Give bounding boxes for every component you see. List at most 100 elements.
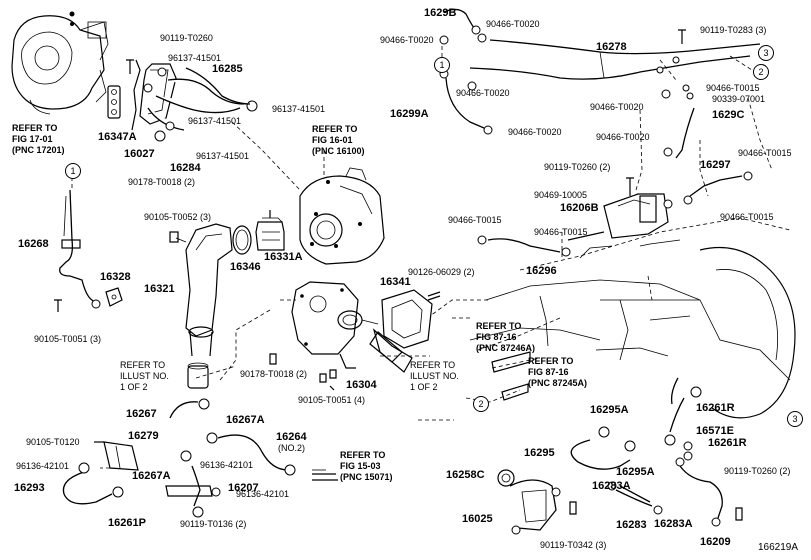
note-line: (PNC 87246A) — [476, 343, 536, 353]
part-label[interactable]: 90178-T0018 (2) — [128, 177, 196, 187]
part-label[interactable]: 16261R — [708, 437, 747, 449]
part-label[interactable]: 16264 — [276, 431, 307, 443]
part-label[interactable]: 90466-T0020 — [508, 127, 562, 137]
reference-note[interactable]: REFER TO FIG 15-03 (PNC 15071) — [340, 450, 393, 483]
part-label[interactable]: 90119-T0136 (2) — [180, 519, 247, 529]
part-label[interactable]: 90119-T0260 (2) — [544, 162, 611, 172]
thermostat-16331a-drawing — [255, 210, 285, 251]
reference-note[interactable]: REFER TO FIG 16-01 (PNC 16100) — [312, 124, 365, 157]
bolts-middle-drawing — [269, 353, 337, 391]
part-label[interactable]: 96137-41501 — [196, 151, 250, 161]
part-label[interactable]: 90105-T0052 (3) — [144, 212, 212, 222]
part-label[interactable]: 90466-T0020 — [380, 35, 434, 45]
part-label[interactable]: 90105-T0051 (4) — [298, 395, 366, 405]
part-label[interactable]: 96136-42101 — [16, 461, 70, 471]
reference-note[interactable]: REFER TO ILLUST NO. 1 OF 2 — [410, 360, 459, 393]
part-label[interactable]: 90178-T0018 (2) — [240, 369, 308, 379]
part-label[interactable]: 90126-06029 (2) — [408, 267, 475, 277]
part-label[interactable]: 16296 — [526, 265, 557, 277]
water-outlet-16206b-drawing — [603, 177, 673, 239]
part-label[interactable]: 16295A — [590, 404, 629, 416]
part-label[interactable]: 90466-T0015 — [706, 83, 760, 93]
part-label[interactable]: 16283A — [654, 518, 693, 530]
part-label[interactable]: 1629B — [424, 7, 457, 19]
part-label[interactable]: 16278 — [596, 41, 627, 53]
part-label[interactable]: 90119-T0260 — [160, 33, 213, 43]
part-label[interactable]: 90466-T0020 — [486, 19, 540, 29]
part-label[interactable]: 90105-T0051 (3) — [34, 334, 102, 344]
part-label[interactable]: 90466-T0015 — [738, 148, 792, 158]
reference-note[interactable]: REFER TO FIG 87-16 (PNC 87246A) — [476, 321, 535, 354]
part-label[interactable]: 90119-T0342 (3) — [540, 540, 607, 550]
part-label[interactable]: 16321 — [144, 283, 175, 295]
part-label[interactable]: 16206B — [560, 202, 599, 214]
hose-16299a-drawing — [439, 35, 493, 135]
part-label[interactable]: 96136-42101 — [236, 489, 290, 499]
reference-note[interactable]: REFER TO FIG 17-01 (PNC 17201) — [12, 123, 65, 156]
part-label[interactable]: 96137-41501 — [168, 53, 222, 63]
part-label[interactable]: 16295 — [524, 447, 555, 459]
part-label[interactable]: 90466-T0015 — [534, 227, 588, 237]
part-label[interactable]: 96137-41501 — [188, 116, 242, 126]
part-label[interactable]: 90339-07001 — [712, 94, 766, 104]
part-label[interactable]: 16285 — [212, 63, 243, 75]
callout-3[interactable]: 3 — [787, 411, 803, 427]
part-label[interactable]: 16284 — [170, 162, 201, 174]
part-label[interactable]: 16267 — [126, 408, 157, 420]
part-label[interactable]: 16293 — [14, 482, 45, 494]
callout-2[interactable]: 2 — [753, 64, 769, 80]
callout-1[interactable]: 1 — [434, 57, 450, 73]
callout-1[interactable]: 1 — [65, 163, 81, 179]
part-label[interactable]: 16304 — [346, 379, 377, 391]
callout-3[interactable]: 3 — [758, 45, 774, 61]
note-line: (PNC 16100) — [312, 146, 365, 156]
part-label[interactable]: (NO.2) — [278, 443, 305, 453]
part-label[interactable]: 90466-T0015 — [720, 212, 774, 222]
stud-bolt-drawing — [427, 291, 441, 301]
part-label[interactable]: 16341 — [380, 276, 411, 288]
part-label[interactable]: 16258C — [446, 469, 485, 481]
part-label[interactable]: 16267A — [132, 470, 171, 482]
part-label[interactable]: 96136-42101 — [200, 460, 254, 470]
part-label[interactable]: 16283A — [592, 480, 631, 492]
engine-block-drawing — [469, 217, 796, 419]
note-line: ILLUST NO. — [410, 371, 459, 381]
part-label[interactable]: 16297 — [700, 159, 731, 171]
note-line: (PNC 17201) — [12, 145, 65, 155]
part-label[interactable]: 16207 — [228, 482, 259, 494]
part-label[interactable]: 16027 — [124, 148, 155, 160]
part-label[interactable]: 90466-T0015 — [448, 215, 502, 225]
hose-16295-drawing — [570, 386, 702, 470]
callout-2[interactable]: 2 — [473, 396, 489, 412]
part-label[interactable]: 16346 — [230, 261, 261, 273]
gasket-16346-drawing — [232, 225, 252, 255]
part-label[interactable]: 90466-T0020 — [590, 102, 644, 112]
part-label[interactable]: 16279 — [128, 430, 159, 442]
part-label[interactable]: 16261R — [696, 402, 735, 414]
pipe-16278-drawing — [469, 29, 761, 100]
part-label[interactable]: 90469-10005 — [534, 190, 588, 200]
part-label[interactable]: 16283 — [616, 519, 647, 531]
part-label[interactable]: 16267A — [226, 414, 265, 426]
part-label[interactable]: 96137-41501 — [272, 104, 326, 114]
part-label[interactable]: 90119-T0283 (3) — [700, 25, 767, 35]
reference-note[interactable]: REFER TO ILLUST NO. 1 OF 2 — [120, 360, 169, 393]
part-label[interactable]: 90119-T0260 (2) — [724, 466, 791, 476]
part-label[interactable]: 16331A — [264, 251, 303, 263]
part-label[interactable]: 16295A — [616, 466, 655, 478]
part-label[interactable]: 90466-T0020 — [596, 132, 650, 142]
reference-note[interactable]: REFER TO FIG 87-16 (PNC 87245A) — [528, 356, 587, 389]
part-label[interactable]: 90105-T0120 — [26, 437, 80, 447]
part-label[interactable]: 16328 — [100, 271, 131, 283]
part-label[interactable]: 16261P — [108, 517, 146, 529]
part-label[interactable]: 90466-T0020 — [456, 88, 510, 98]
part-label[interactable]: 16299A — [390, 108, 429, 120]
note-line: REFER TO — [476, 321, 522, 331]
part-label[interactable]: 16268 — [18, 238, 49, 250]
hose-16283-drawing — [619, 485, 651, 503]
part-label[interactable]: 16025 — [462, 513, 493, 525]
part-label[interactable]: 16209 — [700, 536, 731, 548]
part-label[interactable]: 16571E — [696, 425, 734, 437]
part-label[interactable]: 16347A — [98, 131, 137, 143]
part-label[interactable]: 1629C — [712, 109, 745, 121]
